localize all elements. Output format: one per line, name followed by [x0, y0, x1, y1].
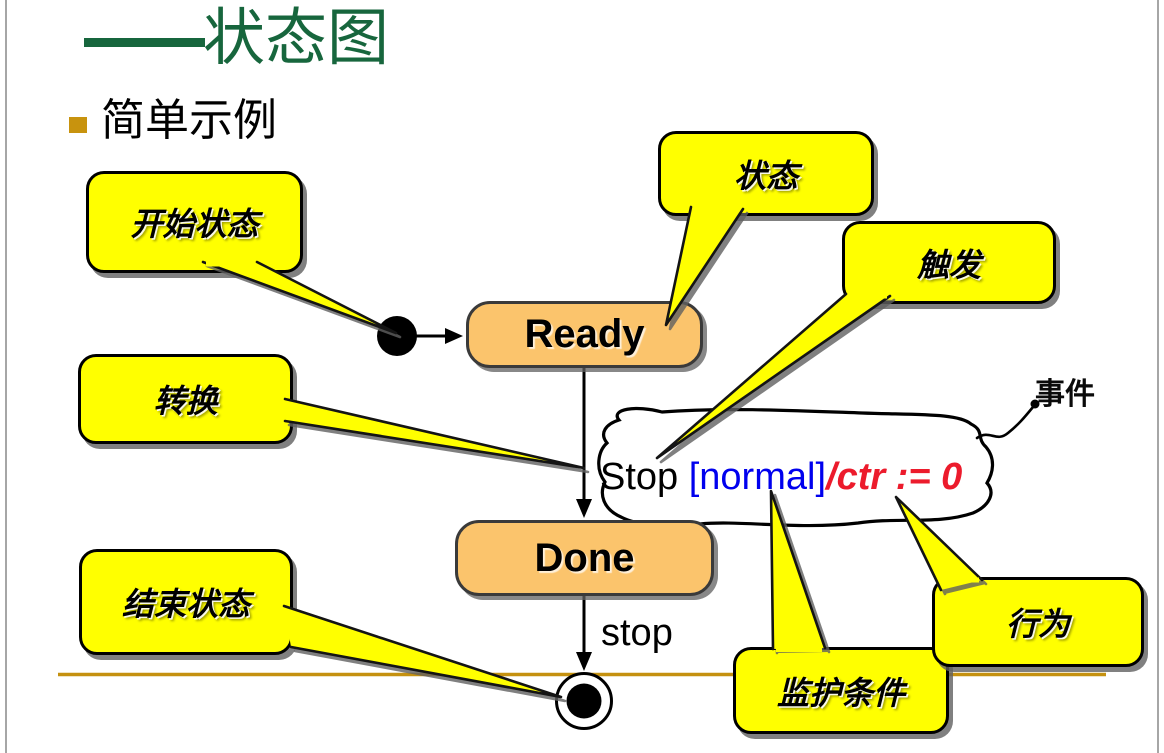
callout-guard-condition-label: 监护条件 [776, 674, 905, 711]
callout-end-state: 结束状态 [79, 549, 293, 655]
event-squiggle-dot [1030, 399, 1040, 409]
bullet-marker [69, 117, 87, 133]
stop-transition-label: stop [601, 612, 673, 654]
slide-left-border [5, 0, 7, 753]
callout-trigger: 触发 [842, 221, 1056, 304]
callout-action-label: 行为 [1005, 606, 1070, 642]
title-dash: —— [84, 38, 205, 47]
state-done-label: Done [534, 535, 635, 580]
callout-guard-condition: 监护条件 [733, 647, 949, 734]
callout-start-state: 开始状态 [86, 171, 303, 273]
page-title: 状态图 [203, 5, 390, 73]
transition-event-text: Stop [600, 456, 689, 498]
transition-guard-text: [normal] [688, 456, 827, 498]
state-ready: Ready [466, 301, 703, 368]
callout-trigger-label: 触发 [916, 246, 981, 283]
callout-action: 行为 [932, 577, 1144, 667]
final-state-inner-dot [566, 683, 602, 719]
transition-action-text: /ctr := 0 [826, 456, 963, 498]
arrowhead-done-to-final [576, 652, 592, 671]
event-squiggle-line [975, 405, 1035, 440]
event-annotation-label: 事件 [1035, 378, 1095, 411]
arrowhead-ready-to-done [576, 499, 592, 518]
callout-state-label: 状态 [733, 157, 798, 194]
callout-start-state-label: 开始状态 [130, 206, 259, 242]
callout-state: 状态 [658, 131, 874, 216]
transition-label: Stop [normal]/ctr := 0 [600, 457, 962, 497]
callout-end-state-label: 结束状态 [121, 586, 250, 622]
initial-state-dot [377, 316, 417, 356]
callout-transition-label: 转换 [153, 383, 218, 419]
bullet-label: 简单示例 [101, 96, 277, 145]
callout-transition: 转换 [78, 354, 293, 444]
slide-right-border [1157, 0, 1159, 753]
state-ready-label: Ready [524, 312, 645, 356]
state-done: Done [455, 520, 714, 596]
arrowhead-initial-to-ready [445, 328, 463, 344]
